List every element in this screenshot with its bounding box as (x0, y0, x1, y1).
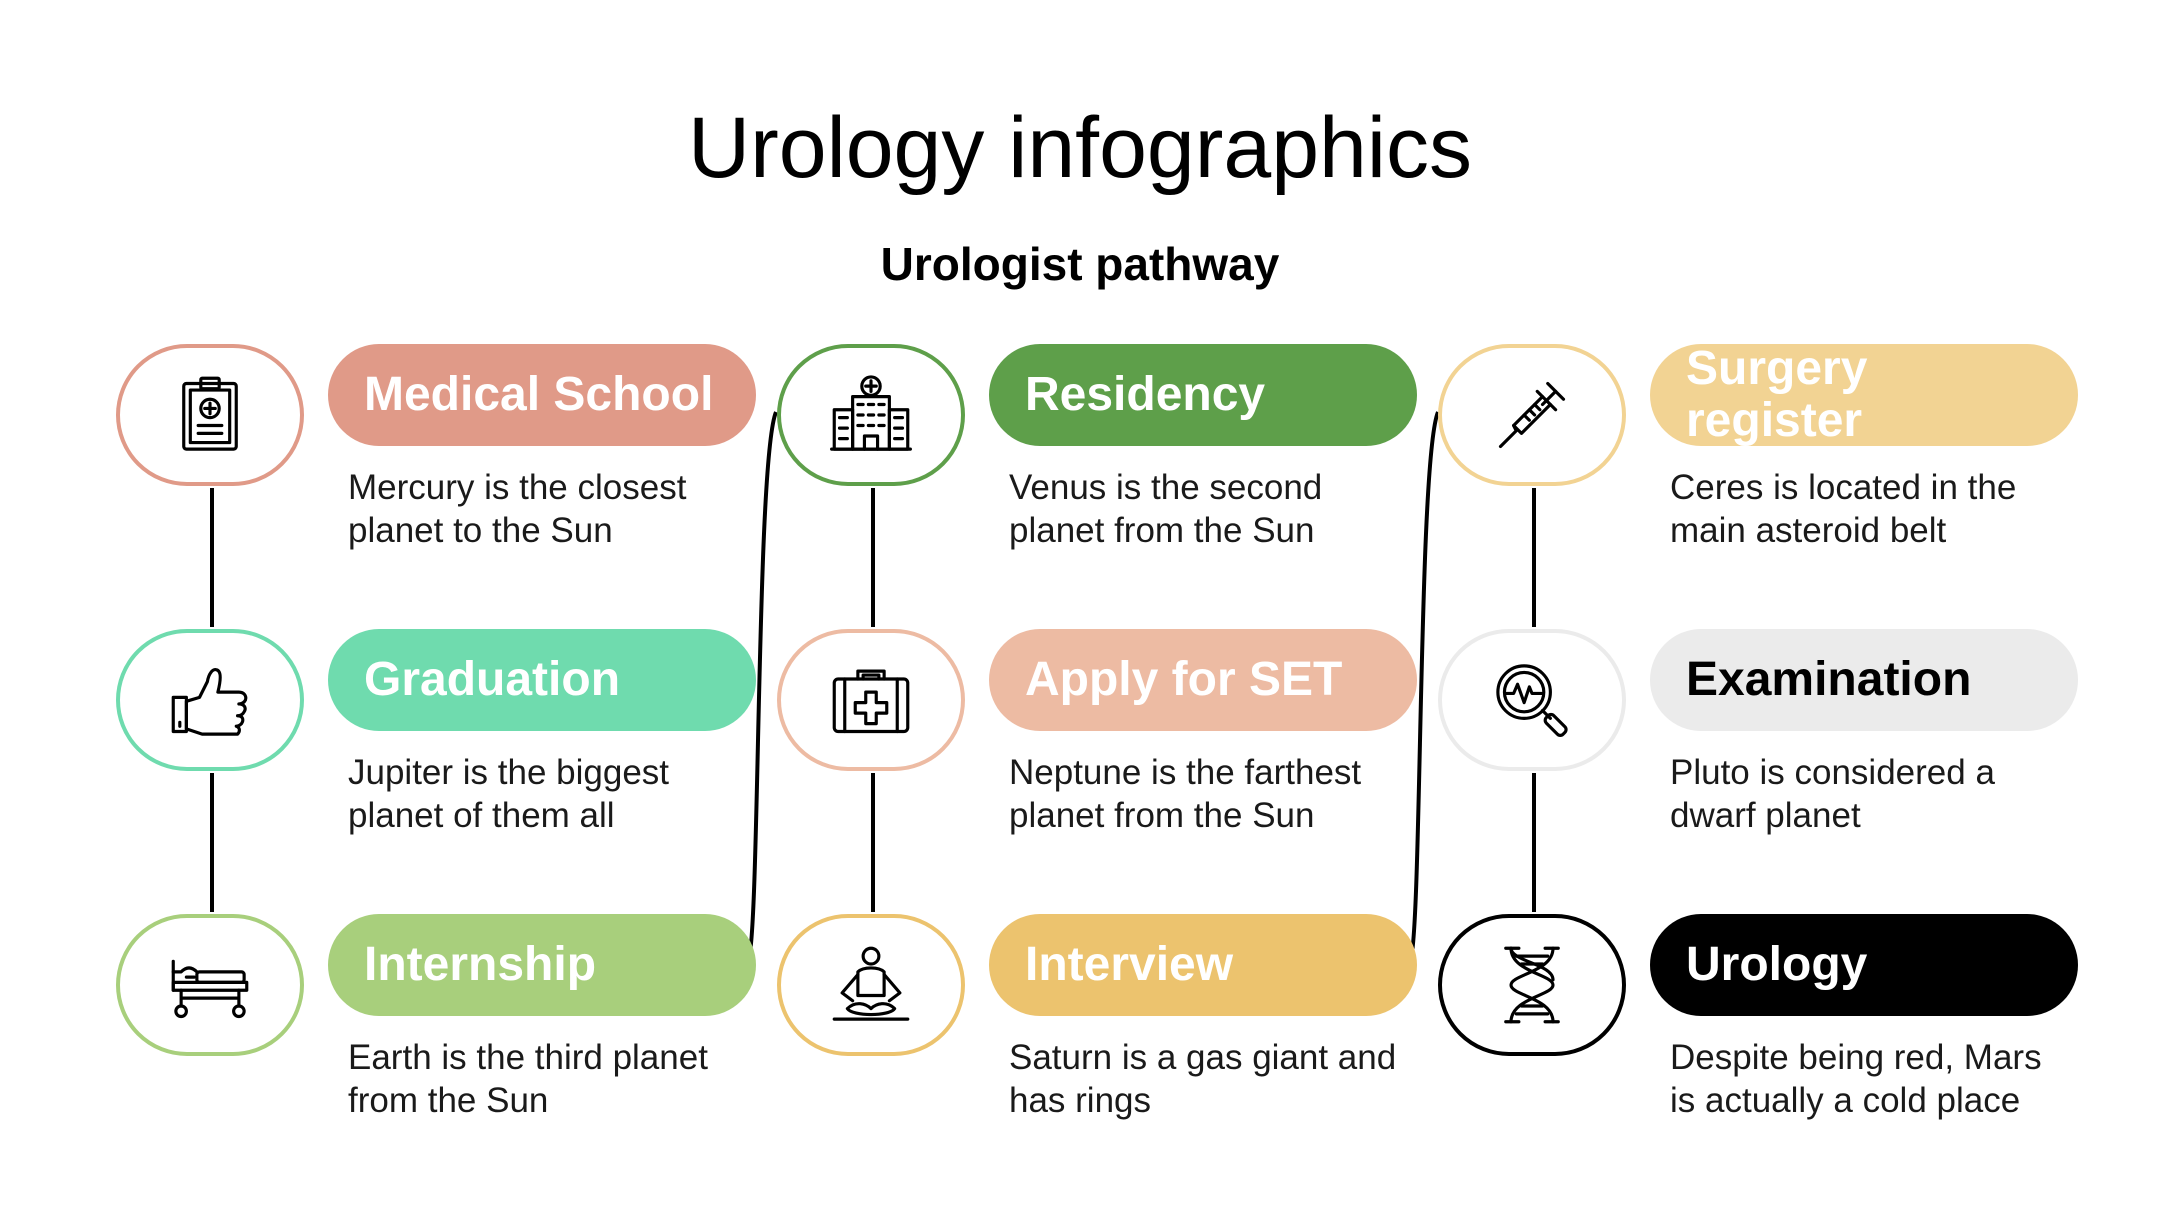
icon-circle (116, 344, 304, 486)
icon-circle (777, 914, 965, 1056)
step-description: Saturn is a gas giant and has rings (1009, 1038, 1397, 1120)
icon-circle (116, 914, 304, 1056)
hospital-icon (830, 375, 912, 451)
step-description: Jupiter is the biggest planet of them al… (348, 753, 670, 835)
page-subtitle: Urologist pathway (880, 238, 1280, 290)
step-title: Residency (989, 344, 1417, 446)
first-aid-kit-icon (832, 669, 910, 734)
step-description: Earth is the third planet from the Sun (348, 1038, 708, 1120)
icon-circle (777, 344, 965, 486)
step-title: Examination (1650, 629, 2078, 731)
syringe-icon (1498, 381, 1566, 449)
page-title: Urology infographics (688, 100, 1472, 196)
meditation-icon (832, 946, 910, 1021)
step-description: Pluto is considered a dwarf planet (1670, 753, 1995, 835)
icon-circle (1438, 914, 1626, 1056)
dna-icon (1504, 946, 1560, 1024)
step-title: Urology (1650, 914, 2078, 1016)
step-title: Medical School (328, 344, 756, 446)
icon-circle (1438, 629, 1626, 771)
magnifier-icon (1496, 664, 1568, 737)
step-title: Surgery register (1650, 344, 2078, 446)
icon-circle (1438, 344, 1626, 486)
step-title: Internship (328, 914, 756, 1016)
step-description: Mercury is the closest planet to the Sun (348, 468, 687, 550)
step-title: Apply for SET (989, 629, 1417, 731)
stretcher-icon (171, 959, 249, 1019)
step-apply-for-set: Apply for SET Neptune is the farthest pla… (777, 629, 1417, 859)
step-title: Interview (989, 914, 1417, 1016)
thumbs-up-icon (171, 668, 248, 736)
icon-circle (777, 629, 965, 771)
step-title: Graduation (328, 629, 756, 731)
clipboard-icon (182, 376, 238, 451)
icon-circle (116, 629, 304, 771)
step-description: Neptune is the farthest planet from the … (1009, 753, 1362, 835)
step-description: Ceres is located in the main asteroid be… (1670, 468, 2017, 550)
step-description: Venus is the second planet from the Sun (1009, 468, 1323, 550)
step-description: Despite being red, Mars is actually a co… (1670, 1038, 2042, 1120)
